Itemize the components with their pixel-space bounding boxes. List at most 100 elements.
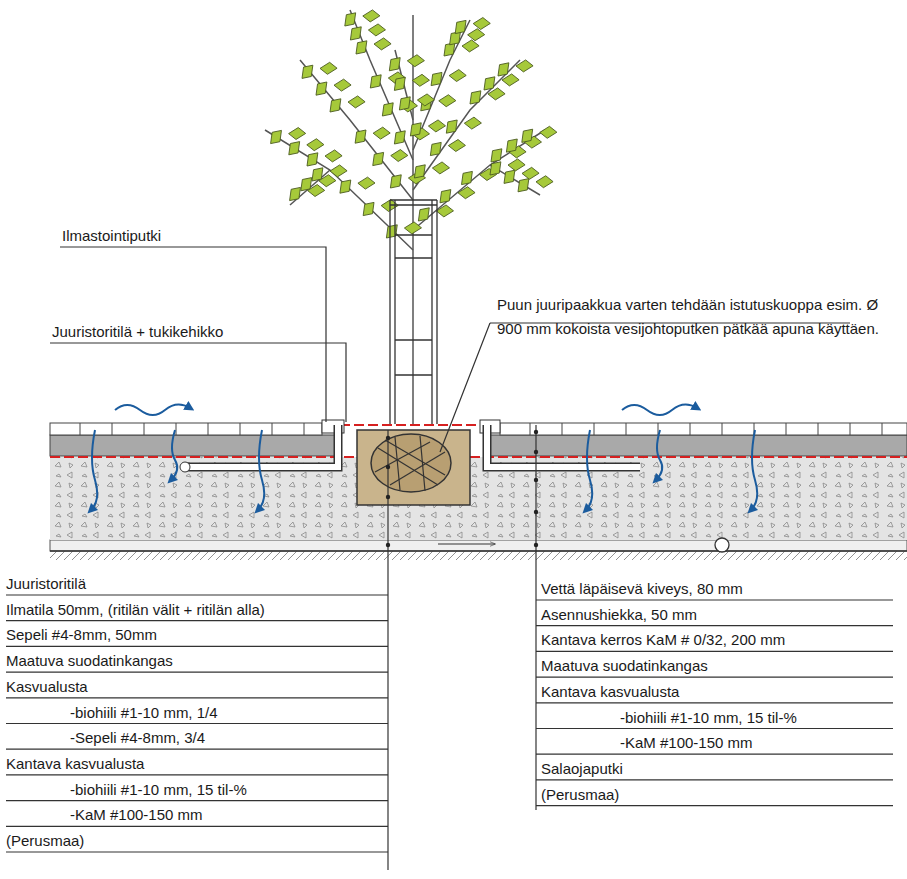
drawing-path [751, 430, 757, 510]
drawing-path [457, 169, 477, 187]
callout-label: Ilmastointiputki [62, 226, 161, 246]
drawing-path [406, 52, 425, 69]
drawing-circle [534, 510, 538, 514]
drawing-path [352, 38, 372, 56]
drawing-path [466, 88, 486, 106]
drawing-line [626, 423, 627, 435]
drawing-path [346, 24, 366, 42]
layer-label: -Sepeli #4-8mm, 3/4 [70, 728, 205, 748]
drawing-line [80, 423, 81, 435]
drawing-path [390, 128, 410, 146]
drawing-path [461, 38, 480, 55]
layer-label: Kantava kasvualusta [541, 682, 679, 702]
drawing-path [372, 125, 391, 142]
drawing-path [284, 139, 304, 157]
drawing-circle [386, 543, 390, 547]
drawing-path [306, 136, 325, 153]
drawing-line [50, 456, 357, 458]
drawing-path [487, 425, 640, 467]
drawing-path [431, 160, 450, 177]
drawing-path [438, 92, 457, 109]
drawing-path [266, 128, 286, 146]
drawing-path [500, 168, 520, 186]
drawing-path [427, 70, 447, 88]
drawing-line [390, 199, 437, 200]
drawing-path [427, 118, 446, 135]
drawing-path [586, 430, 592, 510]
drawing-line [394, 200, 395, 424]
drawing-path [416, 92, 435, 109]
drawing-line [304, 423, 305, 435]
drawing-path [406, 120, 426, 138]
drawing-path [494, 60, 514, 78]
drawing-path [447, 137, 466, 154]
drawing-line [6, 594, 388, 595]
drawing-line [6, 723, 388, 724]
drawing-line [395, 437, 400, 490]
drawing-line [536, 651, 893, 652]
drawing-path [290, 170, 330, 205]
drawing-line [272, 423, 273, 435]
drawing-path [91, 430, 97, 510]
drawing-path [50, 343, 346, 422]
drawing-path [258, 430, 264, 510]
drawing-path [435, 187, 455, 205]
drawing-path [507, 157, 526, 174]
drawing-path [486, 159, 506, 177]
layer-label: -KaM #100-150 mm [70, 805, 203, 825]
drawing-g [375, 436, 445, 491]
drawing-path [457, 184, 476, 201]
drawing-path [312, 79, 332, 97]
layer-label: Salaojaputki [541, 759, 623, 779]
layer-label: Kantava kerros KaM # 0/32, 200 mm [541, 630, 785, 650]
drawing-line [786, 423, 787, 435]
drawing-path [467, 26, 486, 43]
drawing-path [463, 115, 482, 132]
drawing-path [366, 72, 386, 90]
drawing-line [6, 620, 388, 621]
drawing-circle [534, 543, 538, 547]
drawing-line [6, 697, 388, 698]
drawing-ellipse [371, 434, 451, 492]
drawing-path [414, 205, 434, 223]
drawing-rect [50, 540, 907, 551]
drawing-path [285, 185, 305, 203]
drawing-g [386, 430, 538, 547]
drawing-path [413, 130, 545, 230]
drawing-circle [534, 430, 538, 434]
drawing-path [171, 430, 177, 480]
layer-label: Kantava kasvualusta [6, 754, 144, 774]
drawing-path [347, 94, 366, 111]
drawing-g [265, 10, 545, 425]
callout-label: Puun juuripaakkua varten tehdään istutus… [497, 293, 892, 340]
layer-label: Kasvualusta [6, 677, 88, 697]
drawing-path [451, 18, 471, 36]
drawing-path [517, 127, 537, 145]
drawing-line [536, 728, 893, 729]
drawing-path [319, 60, 338, 77]
drawing-circle [534, 450, 538, 454]
drawing-path [480, 74, 500, 92]
drawing-path [265, 130, 413, 250]
drawing-path [333, 77, 352, 94]
drawing-line [535, 425, 536, 810]
drawing-line [112, 423, 113, 435]
drawing-circle [386, 495, 390, 499]
drawing-path [410, 162, 430, 180]
drawing-path [378, 100, 398, 118]
layer-label: Vettä läpäisevä kiveys, 80 mm [541, 579, 743, 599]
drawing-line [208, 423, 209, 435]
drawing-line [144, 423, 145, 435]
drawing-line [412, 15, 414, 425]
drawing-rect [357, 430, 470, 505]
drawing-path [403, 220, 422, 237]
drawing-path [329, 163, 348, 180]
drawing-g [6, 595, 893, 852]
drawing-path [487, 425, 640, 467]
drawing-path [382, 222, 402, 240]
drawing-path [656, 430, 662, 480]
drawing-path [385, 55, 405, 73]
drawing-line [395, 234, 432, 235]
drawing-circle [386, 465, 390, 469]
layer-label: -biohiili #1-10 mm, 15 til-% [620, 708, 797, 728]
